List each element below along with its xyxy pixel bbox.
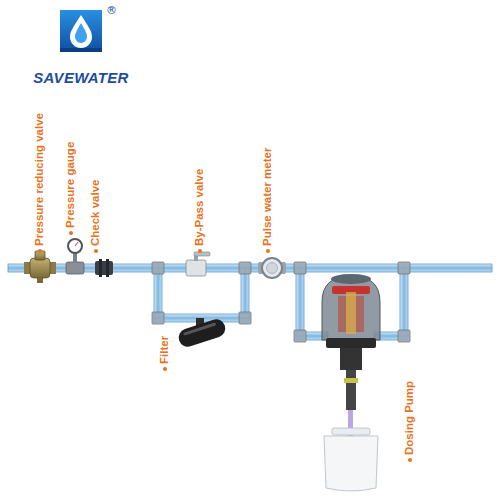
- filter: [176, 317, 227, 349]
- check-valve: [99, 259, 102, 277]
- dosing-pump: [326, 338, 376, 348]
- chemical-tank: [324, 436, 378, 491]
- brand-logo: [60, 48, 102, 52]
- part-name: Pressure gauge: [65, 142, 77, 228]
- bypass-valve: [194, 252, 210, 256]
- label-bullet: [94, 249, 98, 253]
- pressure-gauge: [75, 242, 78, 246]
- dosing-pump: [331, 274, 371, 284]
- part-name: Filter: [159, 336, 171, 364]
- dosing-pump: [340, 348, 362, 370]
- label-bullet: [38, 231, 412, 462]
- check-valve: [95, 261, 113, 275]
- bypass-valve: [186, 260, 206, 276]
- pipe-tee: [239, 312, 251, 324]
- dosing-pump: [322, 274, 380, 440]
- label-bullet: [266, 249, 270, 253]
- check-valve: [95, 259, 113, 277]
- pipe-tee: [398, 262, 410, 274]
- brand-logo: [60, 10, 102, 52]
- water-pipe: [8, 264, 492, 340]
- pressure-reducing-valve: [37, 278, 43, 283]
- label-bullet: [198, 249, 202, 253]
- pulse-water-meter: [267, 263, 278, 274]
- water-pipe: [296, 268, 304, 338]
- label-bullet: [408, 458, 412, 462]
- part-name: Check valve: [90, 180, 102, 247]
- water-pipe: [400, 268, 408, 338]
- filter: [176, 317, 227, 349]
- pulse-water-meter: [262, 258, 282, 278]
- bypass-valve: [186, 252, 210, 276]
- part-name: By-Pass valve: [194, 169, 206, 246]
- pressure-gauge: [66, 239, 84, 274]
- chemical-tank: [332, 428, 370, 435]
- filter: [183, 322, 216, 335]
- label-bullet: [38, 249, 42, 253]
- pressure-gauge: [68, 239, 82, 253]
- pipe-tee: [152, 262, 164, 274]
- pressure-reducing-valve: [24, 262, 30, 274]
- filter: [176, 317, 227, 349]
- dosing-pump: [344, 378, 358, 383]
- pipe-tee: [152, 312, 164, 324]
- brand-logo: [60, 10, 102, 52]
- part-name: Pressure reducing valve: [34, 113, 46, 246]
- pulse-water-meter: [258, 258, 286, 278]
- label-bullet: [163, 367, 167, 371]
- dosing-pump: [322, 276, 380, 340]
- pressure-gauge: [66, 262, 84, 274]
- brand-name: SAVEWATER: [33, 70, 128, 85]
- dosing-pump: [346, 292, 356, 334]
- chemical-tank: [324, 428, 378, 491]
- pipe-tee: [294, 262, 306, 274]
- label-bullet: [69, 231, 73, 235]
- pressure-reducing-valve: [24, 251, 56, 283]
- pressure-reducing-valve: [50, 262, 56, 274]
- part-name: Dosing Pump: [404, 381, 416, 455]
- part-name: Pulse water meter: [262, 148, 274, 246]
- pipe-tee: [239, 262, 251, 274]
- pipe-tee: [398, 330, 410, 342]
- brand-logo: [75, 23, 87, 43]
- check-valve: [106, 259, 109, 277]
- brand-logo: [70, 15, 92, 48]
- dosing-pump: [346, 370, 356, 410]
- pipe-tee: [294, 330, 306, 342]
- registered-mark: ®: [106, 5, 117, 16]
- pressure-reducing-valve: [30, 258, 50, 278]
